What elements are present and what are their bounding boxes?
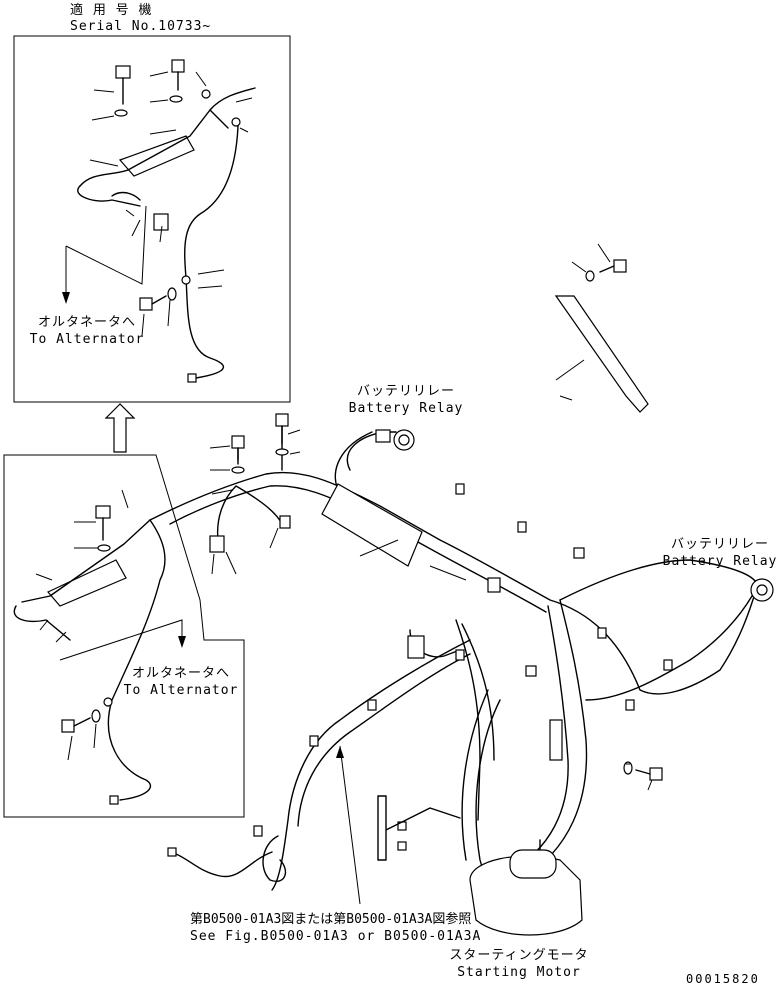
starting-motor-label-en: Starting Motor	[457, 965, 581, 980]
battery-relay-icon	[750, 578, 774, 602]
clamp-icon	[167, 483, 673, 857]
bolt-icon	[599, 259, 627, 273]
alternator-label-en-mid: To Alternator	[123, 683, 239, 698]
battery-relay-label-jp-2: バッテリリレー	[670, 537, 769, 552]
bolt-icon	[95, 505, 111, 541]
connector-icon	[109, 795, 119, 805]
inset-applicable-label: 適 用 号 機	[70, 3, 153, 18]
battery-relay-label-en-1: Battery Relay	[348, 401, 464, 416]
washer-icon	[169, 95, 183, 103]
battery-relay-label-jp-1: バッテリリレー	[356, 384, 455, 399]
starting-motor-label-jp: スターティングモータ	[449, 948, 589, 963]
up-arrow-icon	[104, 403, 136, 453]
starting-motor-icon	[469, 839, 583, 936]
figure-reference-jp: 第B0500-01A3図または第B0500-01A3A図参照	[190, 912, 472, 927]
battery-relay-icon	[375, 429, 415, 451]
inset-detail-top	[13, 35, 291, 403]
battery-relay-label-en-2: Battery Relay	[662, 554, 778, 569]
alternator-label-jp-mid: オルタネータへ	[131, 666, 230, 681]
cover-plate	[118, 135, 195, 177]
bracket	[377, 795, 461, 861]
inset-detail-left	[3, 454, 245, 818]
alternator-label-en-top: To Alternator	[29, 332, 145, 347]
battery-cable	[554, 243, 649, 413]
washer-icon	[114, 109, 128, 117]
bolt-icon	[171, 59, 185, 91]
clamp-icon	[181, 275, 191, 285]
bolt-icon	[635, 767, 663, 781]
drawing-number: 00015820	[686, 972, 760, 986]
bolt-icon	[231, 435, 245, 461]
main-harness	[149, 423, 757, 905]
alternator-label-jp-top: オルタネータへ	[37, 315, 136, 330]
inset-serial-label: Serial No.10733~	[70, 19, 212, 34]
clamp-icon	[103, 697, 113, 707]
connector-icon	[187, 373, 197, 383]
bolt-icon	[115, 65, 131, 105]
cover-plate	[47, 559, 127, 607]
cover-plate	[321, 483, 423, 567]
bolt-icon	[275, 413, 289, 445]
grommet-icon	[153, 213, 169, 231]
figure-reference-en: See Fig.B0500-01A3 or B0500-01A3A	[190, 929, 482, 944]
bolt-icon	[61, 717, 91, 733]
bolt-icon	[139, 295, 167, 311]
